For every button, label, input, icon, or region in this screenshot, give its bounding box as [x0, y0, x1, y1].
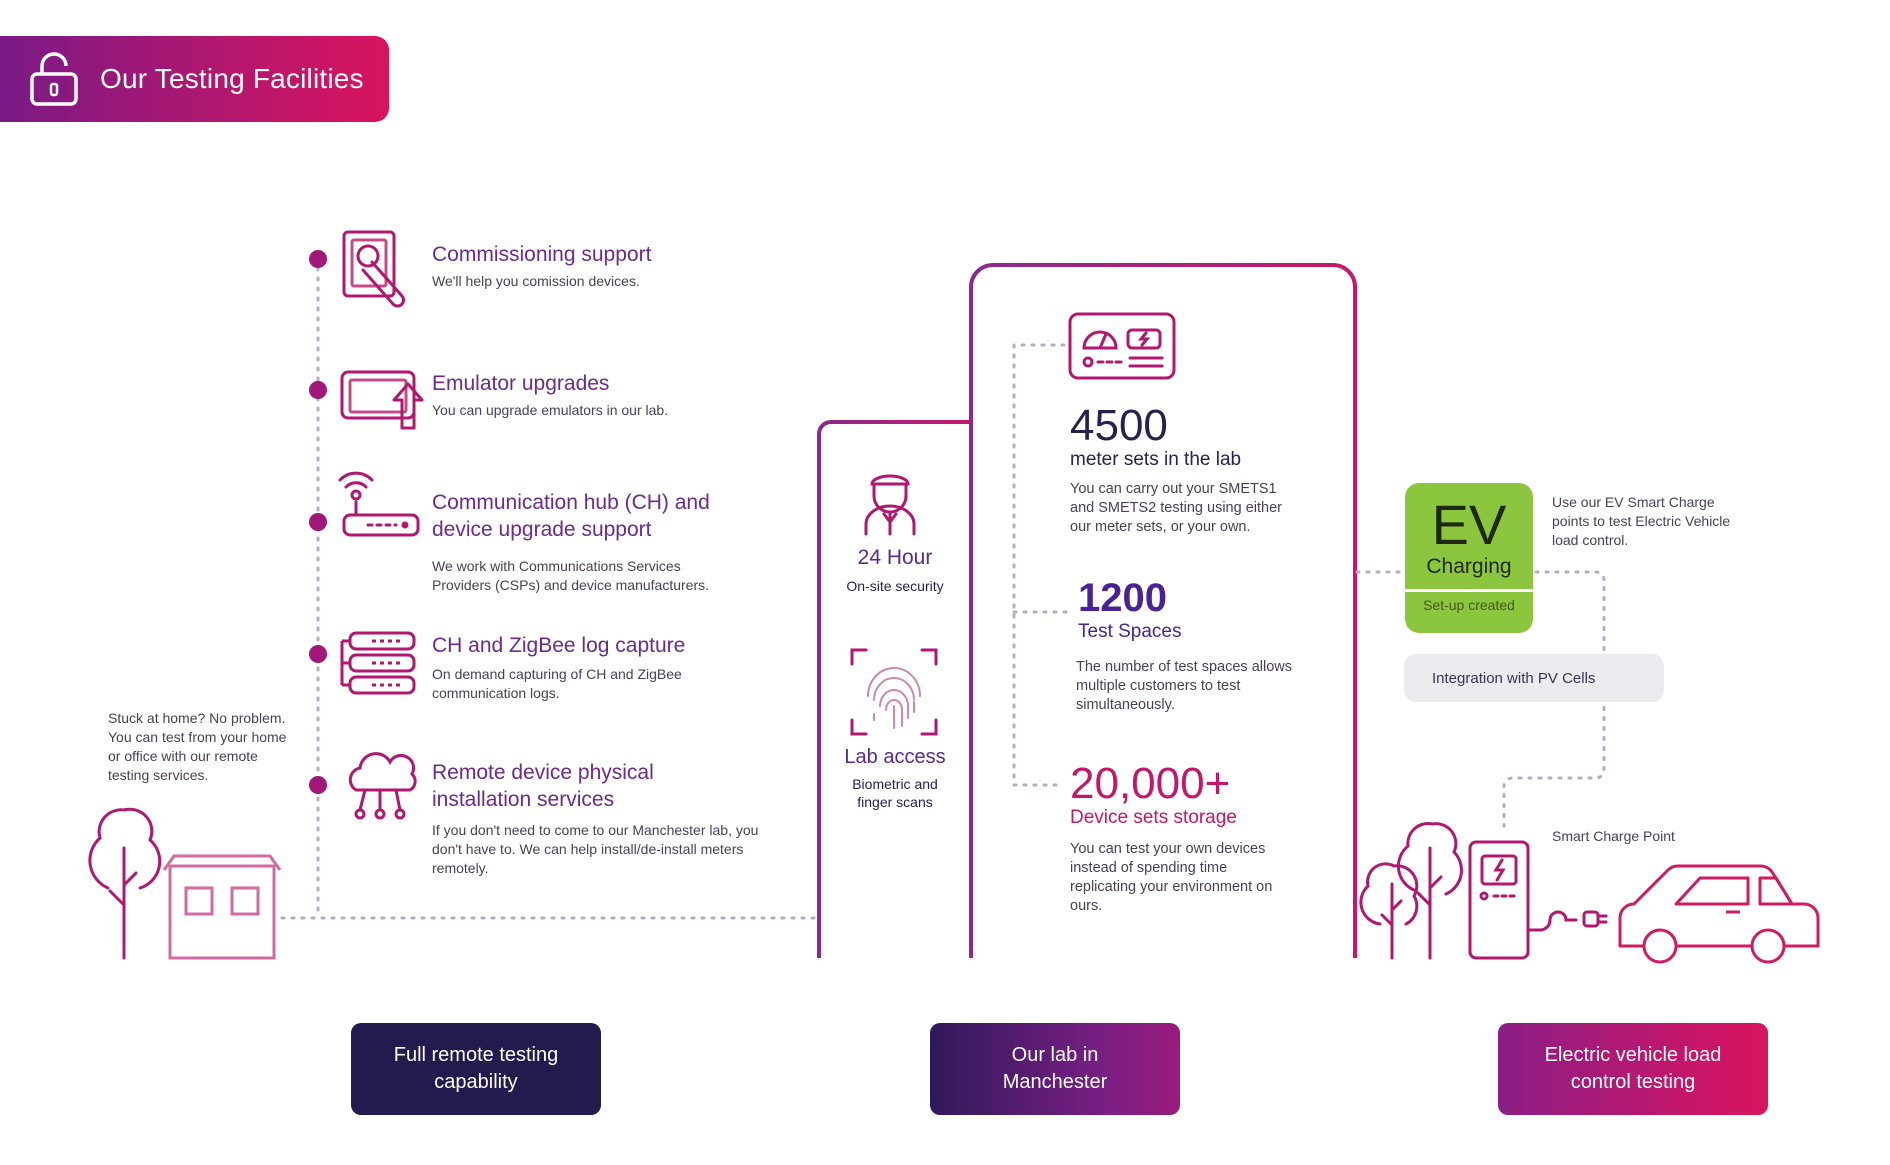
lab-building-tall — [969, 263, 1357, 958]
security-title: 24 Hour — [857, 546, 933, 569]
timeline-bullet — [309, 776, 327, 794]
service-description: On demand capturing of CH and ZigBee com… — [432, 666, 682, 701]
lock-icon — [30, 52, 78, 106]
ev-connector-dots — [1355, 570, 1606, 828]
charge-point-label: Smart Charge Point — [1552, 828, 1675, 844]
timeline-bullet — [309, 381, 327, 399]
service-item: Communication hub (CH) and device upgrad… — [432, 489, 732, 595]
stat-label: Test Spaces — [1078, 621, 1182, 642]
service-item: Emulator upgrades You can upgrade emulat… — [432, 370, 752, 420]
stat-description: You can test your own devices instead of… — [1070, 841, 1273, 914]
button-label: Full remote testing capability — [393, 1044, 559, 1093]
tablet-wrench-icon — [342, 230, 405, 308]
lab-access-subtitle: Biometric and finger scans — [852, 776, 938, 810]
lab-access-block: Lab access Biometric and finger scans — [822, 746, 968, 811]
ev-note: Use our EV Smart Charge points to test E… — [1552, 494, 1731, 548]
service-item: CH and ZigBee log capture On demand capt… — [432, 632, 732, 703]
timeline-bullet — [309, 250, 327, 268]
lab-building-small — [817, 420, 973, 958]
service-title: CH and ZigBee log capture — [432, 634, 686, 657]
ev-load-testing-button[interactable]: Electric vehicle load control testing — [1498, 1023, 1768, 1115]
meter-icon — [1068, 312, 1176, 380]
section-header: Our Testing Facilities — [0, 36, 389, 122]
car-icon — [1618, 864, 1820, 964]
section-title: Our Testing Facilities — [100, 63, 364, 94]
manchester-lab-button[interactable]: Our lab in Manchester — [930, 1023, 1180, 1115]
screen-upgrade-icon — [340, 370, 424, 430]
service-item: Remote device physical installation serv… — [432, 759, 762, 878]
remote-testing-button[interactable]: Full remote testing capability — [351, 1023, 601, 1115]
remote-note: Stuck at home? No problem. You can test … — [108, 710, 287, 783]
ev-big-text: EV — [1431, 493, 1507, 556]
stat-meter-sets: 4500 meter sets in the lab You can carry… — [1070, 404, 1300, 537]
service-description: You can upgrade emulators in our lab. — [432, 402, 669, 418]
service-item: Commissioning support We'll help you com… — [432, 241, 752, 291]
pv-integration-pill: Integration with PV Cells — [1404, 654, 1664, 702]
stat-label: meter sets in the lab — [1070, 449, 1242, 470]
button-label: Electric vehicle load control testing — [1544, 1044, 1722, 1093]
ev-charging-badge: EV Charging Set-up created — [1405, 483, 1533, 633]
lab-access-title: Lab access — [844, 746, 946, 768]
charge-point-icon — [1468, 840, 1608, 960]
ev-charging-text: Charging — [1426, 555, 1512, 578]
house-icon — [162, 854, 282, 960]
service-title: Communication hub (CH) and device upgrad… — [432, 491, 710, 541]
router-icon — [338, 471, 420, 537]
stat-description: You can carry out your SMETS1 and SMETS2… — [1070, 481, 1282, 535]
timeline-bullet — [309, 513, 327, 531]
stat-number: 4500 — [1070, 401, 1168, 450]
service-title: Commissioning support — [432, 243, 652, 266]
stat-test-spaces: 1200 Test Spaces The number of test spac… — [1076, 576, 1308, 715]
ev-setup-text: Set-up created — [1423, 597, 1515, 613]
security-guard-icon — [864, 474, 916, 536]
service-description: If you don't need to come to our Manches… — [432, 822, 759, 876]
timeline-bullet — [309, 645, 327, 663]
fingerprint-icon — [850, 648, 938, 736]
stat-connector-dots — [1012, 343, 1068, 787]
stat-description: The number of test spaces allows multipl… — [1076, 659, 1292, 713]
tree-left-icon — [88, 807, 162, 960]
stat-device-storage: 20,000+ Device sets storage You can test… — [1070, 762, 1300, 916]
trees-right-icon — [1359, 822, 1463, 960]
service-title: Emulator upgrades — [432, 372, 610, 395]
service-title: Remote device physical installation serv… — [432, 761, 654, 811]
stat-number: 1200 — [1078, 576, 1167, 620]
security-subtitle: On-site security — [846, 578, 944, 594]
service-description: We'll help you comission devices. — [432, 273, 640, 289]
button-label: Our lab in Manchester — [1002, 1044, 1108, 1093]
cloud-network-icon — [348, 752, 417, 820]
stat-label: Device sets storage — [1070, 807, 1237, 828]
service-description: We work with Communications Services Pro… — [432, 558, 709, 593]
security-block: 24 Hour On-site security — [822, 546, 968, 594]
stat-number: 20,000+ — [1070, 759, 1231, 808]
server-icon — [340, 631, 416, 695]
